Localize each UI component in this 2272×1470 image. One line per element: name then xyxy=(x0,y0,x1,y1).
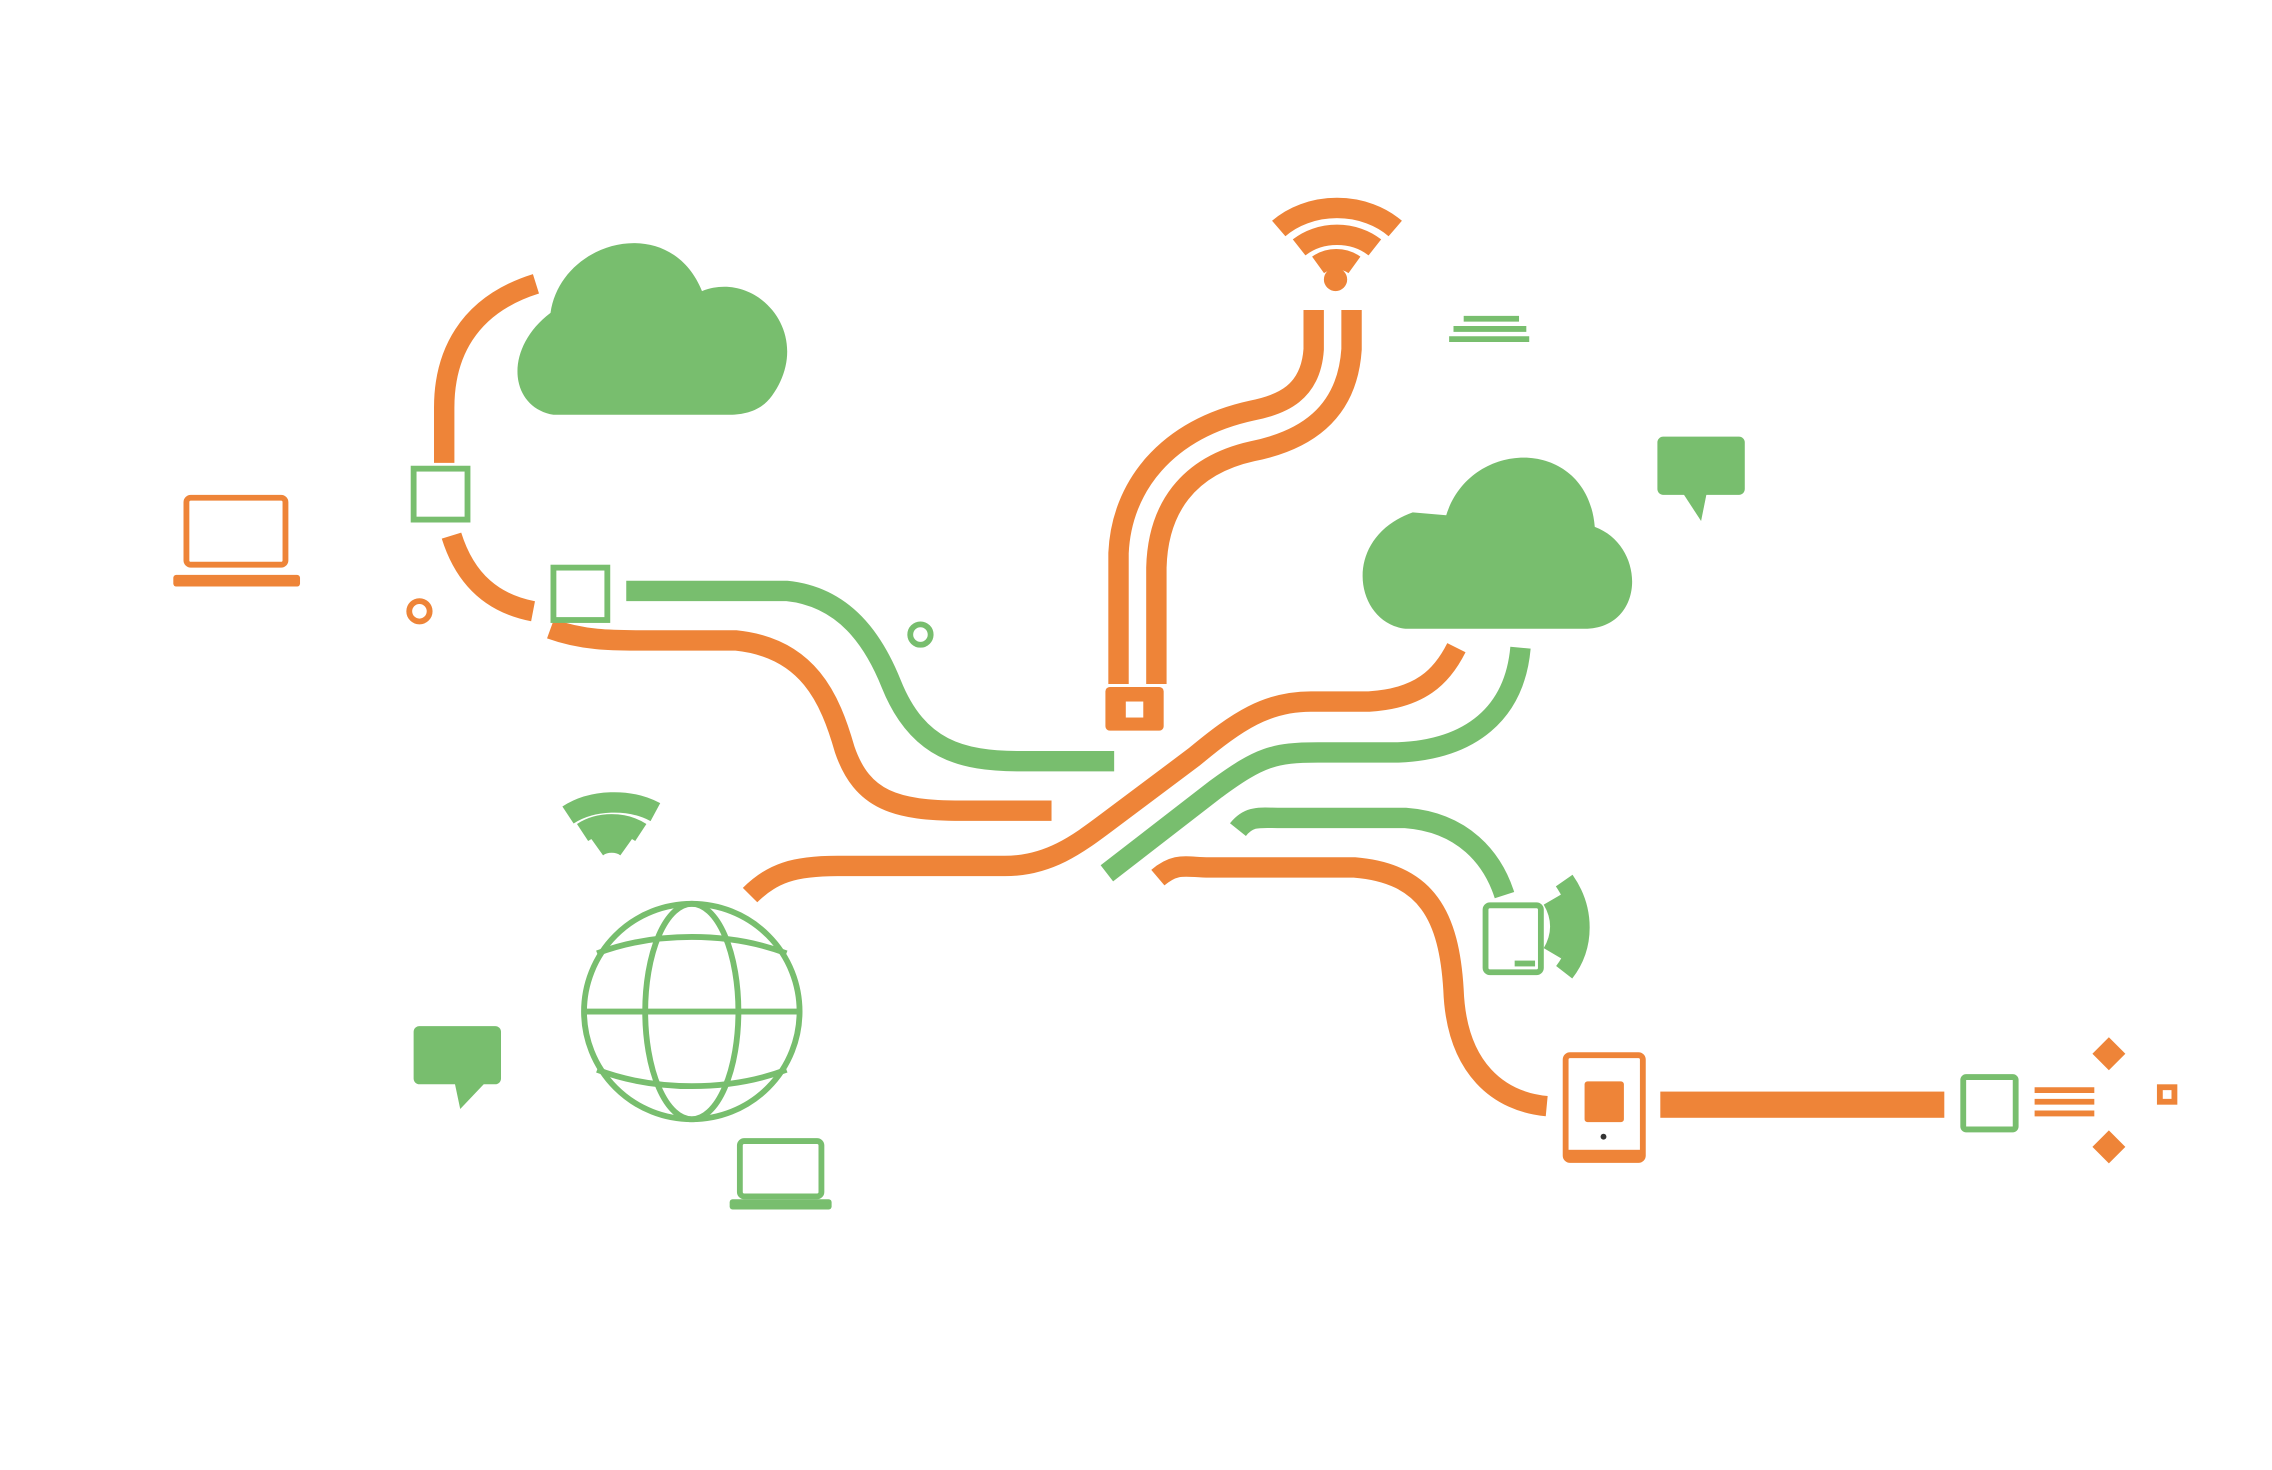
node-square-icon xyxy=(550,564,611,623)
tablet-icon xyxy=(1482,874,1590,979)
laptop-icon xyxy=(729,1138,832,1210)
menu-lines-icon xyxy=(2034,1087,2095,1117)
connection-line xyxy=(1100,646,1531,882)
node-square-icon xyxy=(2156,1084,2178,1105)
connection-bar xyxy=(1660,1091,1945,1118)
laptop-icon xyxy=(173,494,301,587)
connection-line xyxy=(1146,310,1362,685)
connection-line xyxy=(1229,807,1515,899)
connection-line xyxy=(441,532,536,622)
menu-lines-icon xyxy=(1449,315,1530,343)
connection-line xyxy=(547,619,1052,821)
diamond-icon xyxy=(2092,1037,2126,1071)
diamond-icon xyxy=(2092,1130,2126,1164)
phone-icon xyxy=(1562,1052,1646,1163)
chat-bubble-icon xyxy=(1657,436,1745,522)
node-square-icon xyxy=(1105,686,1164,731)
globe-icon xyxy=(581,900,803,1123)
chat-bubble-icon xyxy=(413,1026,502,1110)
connection-line xyxy=(1108,310,1324,685)
node-circle-icon xyxy=(406,598,433,625)
wifi-icon xyxy=(1272,197,1402,292)
node-square-icon xyxy=(1960,1074,2019,1133)
wifi-icon xyxy=(562,792,661,856)
node-square-icon xyxy=(410,465,471,523)
connection-line xyxy=(742,642,1466,903)
cloud-icon xyxy=(517,243,788,415)
connection-line xyxy=(626,580,1115,772)
node-circle-icon xyxy=(907,621,934,648)
connection-line xyxy=(434,274,540,463)
cloud-icon xyxy=(1362,457,1633,629)
connection-line xyxy=(1151,856,1548,1117)
